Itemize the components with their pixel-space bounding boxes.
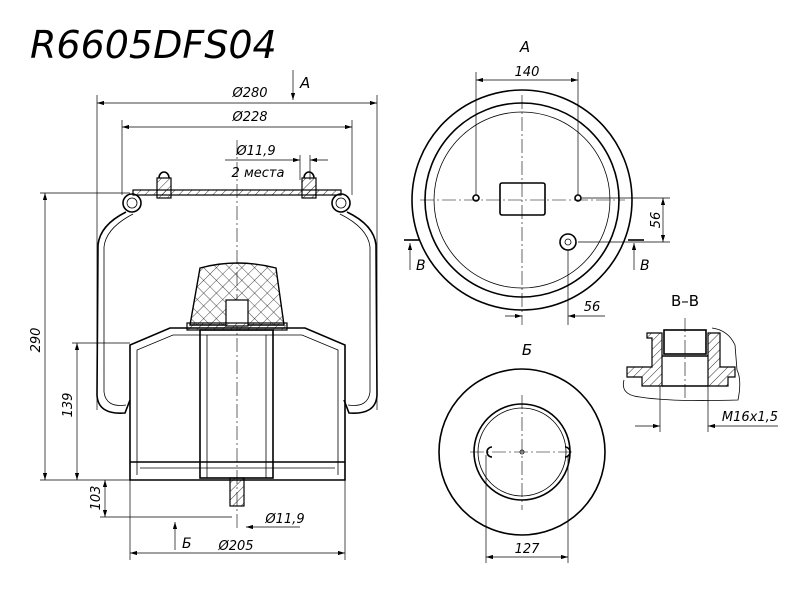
view-b-label: Б	[522, 341, 532, 359]
view-b-marker: Б	[182, 536, 192, 552]
stud-left	[156, 177, 172, 199]
dim-height-piston: 139	[61, 393, 76, 418]
stud-count-note: 2 места	[232, 166, 285, 181]
dim-valve-offset-y: 56	[649, 212, 664, 229]
stud-right	[301, 177, 317, 199]
view-b: Б 127	[438, 341, 606, 563]
dim-hole-spacing: 127	[515, 542, 541, 557]
dim-dia-piston: Ø205	[217, 539, 253, 554]
dim-dia-outer: Ø280	[231, 86, 267, 101]
center-tube	[199, 329, 274, 479]
view-a: А 140 56 56 В В	[404, 38, 670, 325]
view-a-marker: А	[299, 74, 310, 92]
thread-callout: M16x1,5	[722, 410, 778, 425]
hole-right	[564, 446, 571, 458]
bottom-stud	[229, 477, 245, 507]
hole-left	[486, 446, 493, 458]
dim-height-bottom: 103	[89, 486, 104, 511]
side-view: А Ø280 Ø228 Ø11,9 2 места	[29, 70, 378, 560]
air-valve	[559, 233, 577, 251]
dim-dia-bottom-stud: Ø11,9	[264, 512, 304, 527]
dim-dia-stud: Ø11,9	[235, 144, 275, 159]
dim-valve-offset-x: 56	[584, 300, 601, 315]
bellows-right	[343, 211, 378, 414]
piston	[129, 327, 346, 481]
bumper	[189, 262, 285, 326]
section-marker-right: В	[640, 258, 650, 274]
dim-stud-spacing: 140	[515, 65, 540, 80]
view-a-label: А	[519, 38, 530, 56]
drawing-title: R6605DFS04	[30, 23, 277, 67]
label-plate	[499, 182, 546, 216]
section-bb: В–В M16x1,5	[622, 292, 778, 432]
dim-height-total: 290	[29, 328, 44, 353]
top-plate	[132, 189, 342, 196]
dim-dia-plate: Ø228	[231, 110, 267, 125]
section-marker-left: В	[416, 258, 426, 274]
bellows-left	[96, 211, 131, 414]
section-bb-label: В–В	[671, 292, 699, 310]
